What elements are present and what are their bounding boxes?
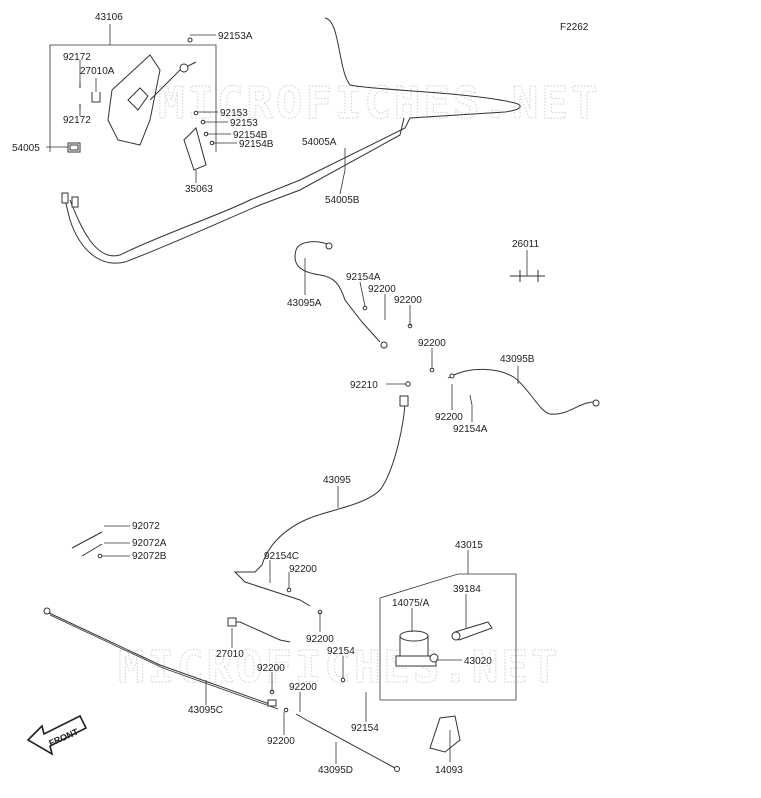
box-43015 bbox=[379, 550, 517, 701]
hose-43095[interactable] bbox=[233, 395, 409, 607]
label-14093[interactable]: 14093 bbox=[435, 765, 463, 776]
part-27010[interactable] bbox=[227, 617, 291, 643]
hose-43095C[interactable] bbox=[43, 607, 279, 710]
part-39184-rod[interactable] bbox=[451, 621, 493, 641]
label-27010A[interactable]: 27010A bbox=[80, 66, 115, 77]
label-92153-a[interactable]: 92153 bbox=[220, 108, 248, 119]
box-43106 bbox=[49, 24, 217, 152]
part-labels: 43106 92153A 92172 27010A 92172 54005 92… bbox=[12, 12, 540, 776]
label-92154-b[interactable]: 92154 bbox=[351, 723, 379, 734]
label-92154A-bottom[interactable]: 92154A bbox=[453, 424, 488, 435]
label-35063[interactable]: 35063 bbox=[185, 184, 213, 195]
label-14075A[interactable]: 14075/A bbox=[392, 598, 430, 609]
label-92200-e[interactable]: 92200 bbox=[289, 564, 317, 575]
watermark-top: MICROFICHES.NET bbox=[158, 78, 600, 129]
part-clip-27010A[interactable] bbox=[79, 82, 101, 110]
label-92154C[interactable]: 92154C bbox=[264, 551, 299, 562]
label-92210[interactable]: 92210 bbox=[350, 380, 378, 391]
label-92072[interactable]: 92072 bbox=[132, 521, 160, 532]
label-92072B[interactable]: 92072B bbox=[132, 551, 167, 562]
label-92154-a[interactable]: 92154 bbox=[327, 646, 355, 657]
label-92153-b[interactable]: 92153 bbox=[230, 118, 258, 129]
label-43015[interactable]: 43015 bbox=[455, 540, 483, 551]
hose-43095B[interactable] bbox=[447, 368, 600, 415]
pipe-54005A[interactable] bbox=[69, 17, 521, 257]
label-92200-i[interactable]: 92200 bbox=[267, 736, 295, 747]
part-54005-clamp[interactable] bbox=[67, 142, 81, 153]
front-arrow: FRONT bbox=[26, 714, 88, 756]
hose-43095A[interactable] bbox=[294, 241, 388, 349]
label-43095[interactable]: 43095 bbox=[323, 475, 351, 486]
figure-code: F2262 bbox=[560, 22, 589, 33]
label-92072A[interactable]: 92072A bbox=[132, 538, 167, 549]
label-92200-a[interactable]: 92200 bbox=[368, 284, 396, 295]
label-92154B-b[interactable]: 92154B bbox=[239, 139, 274, 150]
part-35063-bracket[interactable] bbox=[183, 127, 207, 171]
part-master-cylinder[interactable] bbox=[395, 630, 439, 667]
label-39184[interactable]: 39184 bbox=[453, 584, 481, 595]
label-54005[interactable]: 54005 bbox=[12, 143, 40, 154]
label-92200-g[interactable]: 92200 bbox=[257, 663, 285, 674]
label-92200-b[interactable]: 92200 bbox=[394, 295, 422, 306]
label-54005B[interactable]: 54005B bbox=[325, 195, 360, 206]
label-92172-top[interactable]: 92172 bbox=[63, 52, 91, 63]
label-43095B[interactable]: 43095B bbox=[500, 354, 535, 365]
leader-lines bbox=[46, 34, 528, 764]
label-92200-c[interactable]: 92200 bbox=[418, 338, 446, 349]
label-43095C[interactable]: 43095C bbox=[188, 705, 223, 716]
label-26011[interactable]: 26011 bbox=[512, 239, 540, 250]
label-54005A[interactable]: 54005A bbox=[302, 137, 337, 148]
label-92154B-a[interactable]: 92154B bbox=[233, 130, 268, 141]
label-92200-d[interactable]: 92200 bbox=[435, 412, 463, 423]
small-parts-92153 bbox=[193, 110, 215, 146]
pipe-54005B[interactable] bbox=[61, 117, 405, 264]
label-92200-h[interactable]: 92200 bbox=[289, 682, 317, 693]
label-43020[interactable]: 43020 bbox=[464, 656, 492, 667]
label-43095A[interactable]: 43095A bbox=[287, 298, 322, 309]
label-27010[interactable]: 27010 bbox=[216, 649, 244, 660]
part-reservoir-bracket[interactable] bbox=[107, 37, 197, 146]
label-92153A[interactable]: 92153A bbox=[218, 31, 253, 42]
label-43106[interactable]: 43106 bbox=[95, 12, 123, 23]
hose-43095D[interactable] bbox=[269, 689, 400, 772]
part-26011-switch[interactable] bbox=[510, 270, 545, 282]
label-92154A-top[interactable]: 92154A bbox=[346, 272, 381, 283]
watermark-bottom: MICROFICHES.NET bbox=[118, 642, 560, 693]
label-43095D[interactable]: 43095D bbox=[318, 765, 353, 776]
label-92172-bottom[interactable]: 92172 bbox=[63, 115, 91, 126]
part-14093-bracket[interactable] bbox=[429, 715, 461, 753]
label-92200-f[interactable]: 92200 bbox=[306, 634, 334, 645]
small-parts-lower bbox=[269, 575, 367, 700]
parts-92072[interactable] bbox=[71, 531, 103, 559]
